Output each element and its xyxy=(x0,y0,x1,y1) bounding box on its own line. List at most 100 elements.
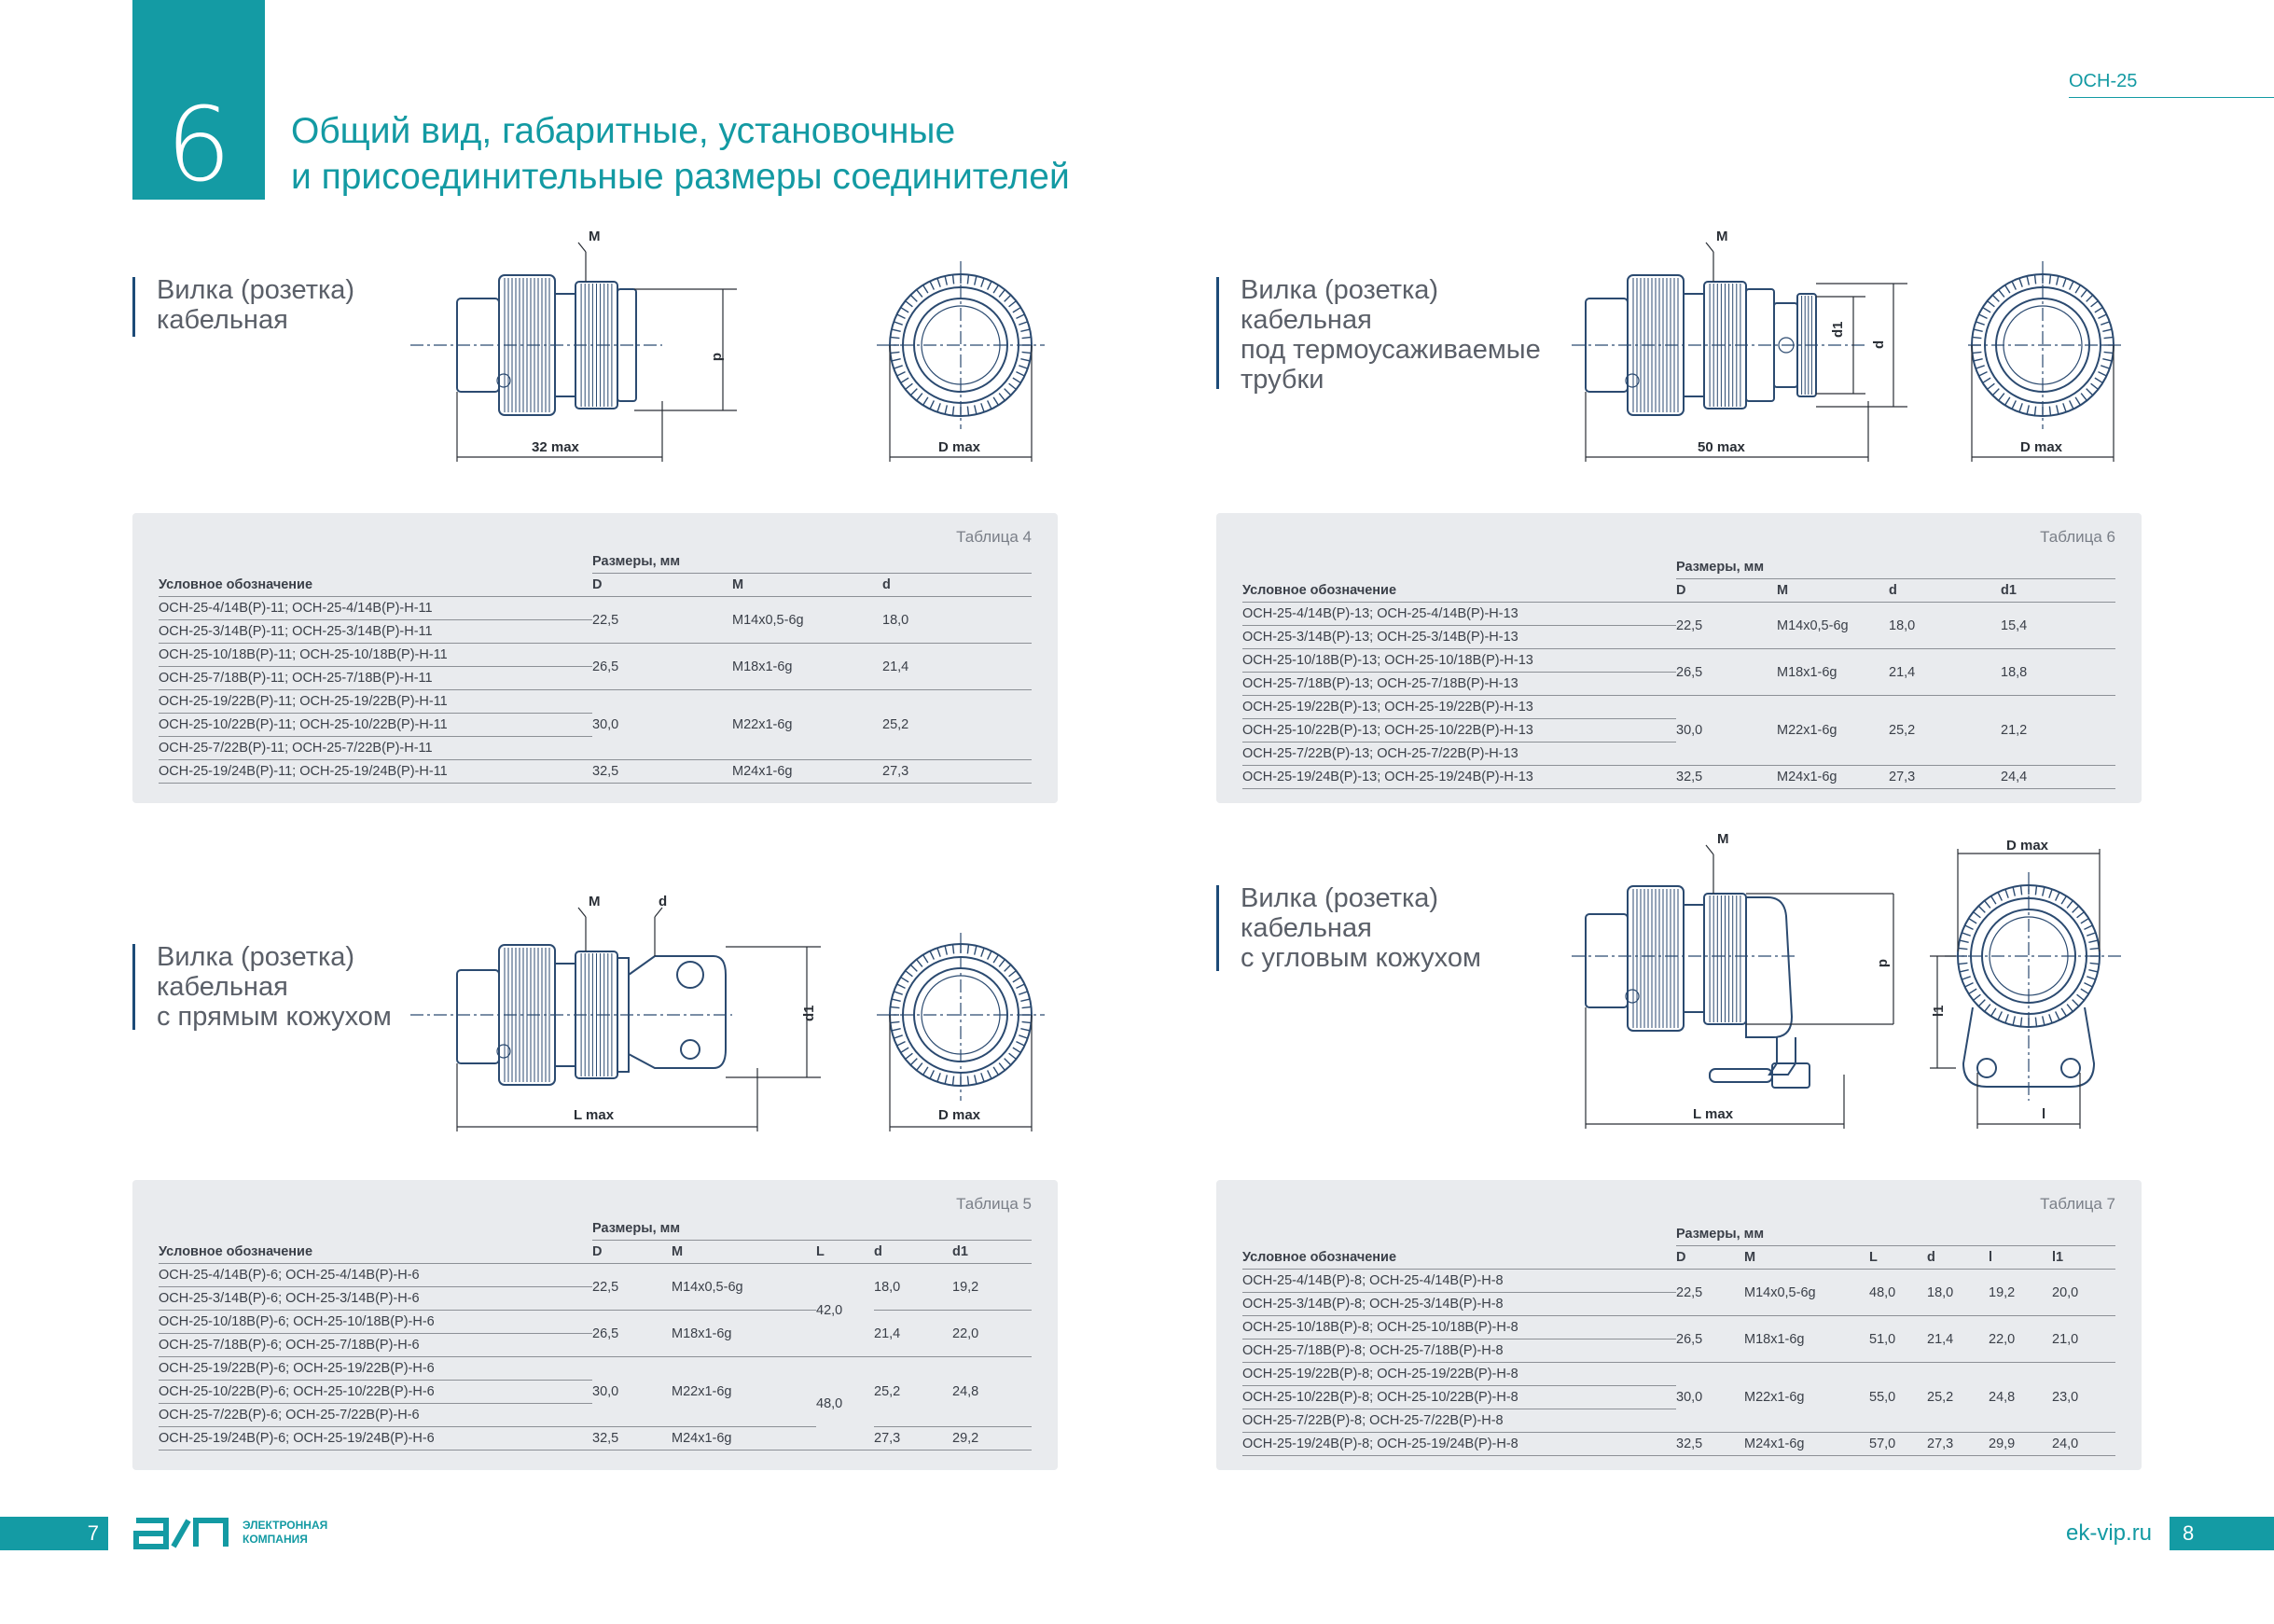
table-row: ОСН-25-4/14В(Р)-6; ОСН-25-4/14В(Р)-Н-6 2… xyxy=(159,1263,1032,1357)
gear-tooth xyxy=(998,289,1005,298)
gear-tooth xyxy=(894,991,903,995)
gear-tooth xyxy=(1019,1034,1028,1039)
gear-tooth xyxy=(2012,1016,2016,1026)
gear-tooth xyxy=(2048,889,2053,898)
table-row: ОСН-25-10/18В(Р)-6; ОСН-25-10/18В(Р)-Н-6… xyxy=(159,1310,1032,1357)
gear-tooth xyxy=(2048,1014,2053,1023)
dim-label-m: M xyxy=(1716,229,1728,244)
table-cell: ОСН-25-3/14В(Р)-11; ОСН-25-3/14В(Р)-Н-11 xyxy=(159,619,592,644)
table-row: ОСН-25-10/18В(Р)-11; ОСН-25-10/18В(Р)-Н-… xyxy=(159,643,1032,690)
gear-tooth xyxy=(1008,970,1017,978)
table-row: ОСН-25-3/14В(Р)-8; ОСН-25-3/14В(Р)-Н-8 xyxy=(1242,1292,2115,1316)
section-bar xyxy=(1216,885,1219,971)
table-cell: 27,3 xyxy=(1889,765,2001,789)
gear-tooth xyxy=(992,1066,1000,1076)
gear-tooth xyxy=(2055,892,2060,901)
table-header: d xyxy=(1889,578,2001,603)
gear-tooth xyxy=(896,983,906,989)
gear-tooth xyxy=(894,321,903,326)
gear-tooth xyxy=(2101,365,2110,369)
table-cell: 32,5 xyxy=(1676,1432,1744,1456)
gear-tooth xyxy=(1973,328,1983,332)
table-label: Таблица 6 xyxy=(2040,528,2115,546)
gear-tooth xyxy=(936,1073,941,1082)
gear-tooth xyxy=(1991,388,2000,396)
gear-tooth xyxy=(2089,947,2100,951)
connector-front-view: D max l1 l xyxy=(1930,838,2122,1129)
gear-tooth xyxy=(891,358,901,362)
gear-tooth xyxy=(2084,982,2093,988)
gear-tooth xyxy=(890,351,900,354)
table-cell: ОСН-25-19/24В(Р)-11; ОСН-25-19/24В(Р)-Н-… xyxy=(159,759,592,784)
table-cell: 42,0 xyxy=(816,1263,874,1357)
gear-tooth xyxy=(2094,306,2103,313)
gear-tooth xyxy=(1012,377,1021,384)
table-cell: 18,0 xyxy=(874,1263,952,1311)
dim-label-d1: d1 xyxy=(801,1005,817,1021)
table-cell: 27,3 xyxy=(882,759,1032,784)
table-cell: 24,8 xyxy=(952,1356,1032,1427)
gear-tooth xyxy=(1976,365,1985,369)
table-cell: ОСН-25-10/22В(Р)-11; ОСН-25-10/22В(Р)-Н-… xyxy=(159,713,592,737)
table-row: ОСН-25-7/22В(Р)-8; ОСН-25-7/22В(Р)-Н-8 xyxy=(1242,1409,2115,1433)
gear-tooth xyxy=(2004,1014,2009,1023)
table-cell: 26,5 xyxy=(592,643,732,690)
table-cell: 21,4 xyxy=(874,1310,952,1357)
table-cell: 29,9 xyxy=(1989,1432,2052,1456)
table-cell: 30,0 xyxy=(592,1356,672,1427)
table-header: d1 xyxy=(952,1240,1032,1264)
gear-tooth xyxy=(905,300,913,308)
table-group-header: Размеры, мм xyxy=(1676,1227,1765,1242)
table-cell: 21,4 xyxy=(1927,1315,1989,1363)
section-title-line: с прямым кожухом xyxy=(157,1002,392,1032)
gear-tooth xyxy=(951,274,955,285)
dimension-lines: M d d1 L max xyxy=(456,894,821,1131)
table-cell: M18x1-6g xyxy=(1744,1315,1869,1363)
table-cell: 29,2 xyxy=(952,1426,1032,1450)
table-row: ОСН-25-7/22В(Р)-11; ОСН-25-7/22В(Р)-Н-11 xyxy=(159,736,1032,760)
table-cell: 24,4 xyxy=(2001,765,2115,789)
dim-label-length: 32 max xyxy=(532,439,580,455)
table-cell: 20,0 xyxy=(2052,1269,2115,1316)
table-row: ОСН-25-19/22В(Р)-8; ОСН-25-19/22В(Р)-Н-8… xyxy=(1242,1362,2115,1433)
gear-tooth xyxy=(1984,900,1991,909)
company-logo-icon xyxy=(133,1518,229,1549)
table-cell: 22,0 xyxy=(952,1310,1032,1357)
table-7: Размеры, мм Условное обозначение D M L d… xyxy=(1242,1223,2115,1456)
gear-tooth xyxy=(966,406,970,416)
table-header: d1 xyxy=(2001,578,2115,603)
gear-tooth xyxy=(966,1076,970,1086)
gear-tooth xyxy=(1020,358,1031,362)
gear-tooth xyxy=(1958,947,1968,951)
gear-tooth xyxy=(1987,300,1995,308)
gear-tooth xyxy=(951,406,955,416)
table-cell: ОСН-25-10/18В(Р)-8; ОСН-25-10/18В(Р)-Н-8 xyxy=(1242,1315,1676,1339)
table-cell: 21,0 xyxy=(2052,1315,2115,1363)
dim-label-length: L max xyxy=(1693,1106,1734,1122)
gear-tooth xyxy=(929,281,935,290)
table-cell: 32,5 xyxy=(592,1426,672,1450)
gear-tooth xyxy=(900,306,909,313)
table-cell: 48,0 xyxy=(1869,1269,1927,1316)
dim-label-d: d xyxy=(659,894,667,909)
gear-tooth xyxy=(2103,336,2114,340)
table-row: ОСН-25-7/18В(Р)-13; ОСН-25-7/18В(Р)-Н-13 xyxy=(1242,672,2115,696)
gear-tooth xyxy=(2069,400,2074,409)
gear-tooth xyxy=(909,388,918,396)
table-row: ОСН-25-3/14В(Р)-6; ОСН-25-3/14В(Р)-Н-6 xyxy=(159,1286,1032,1311)
gear-tooth xyxy=(2087,932,2096,937)
table-cell: M22x1-6g xyxy=(672,1356,816,1427)
table-row: ОСН-25-10/22В(Р)-6; ОСН-25-10/22В(Р)-Н-6 xyxy=(159,1380,1032,1404)
table-cell: M24x1-6g xyxy=(672,1426,816,1450)
table-cell: ОСН-25-4/14В(Р)-8; ОСН-25-4/14В(Р)-Н-8 xyxy=(1242,1269,1676,1293)
section-title-line: с угловым кожухом xyxy=(1241,943,1481,973)
gear-tooth xyxy=(1008,300,1017,308)
gear-tooth xyxy=(987,400,992,409)
dim-label-length: L max xyxy=(574,1107,615,1123)
gear-tooth xyxy=(1972,336,1982,340)
gear-tooth xyxy=(2062,278,2067,287)
gear-tooth xyxy=(980,403,985,412)
gear-tooth xyxy=(2026,275,2030,285)
gear-tooth xyxy=(2011,400,2017,409)
website-link[interactable]: ek-vip.ru xyxy=(2066,1520,2153,1546)
